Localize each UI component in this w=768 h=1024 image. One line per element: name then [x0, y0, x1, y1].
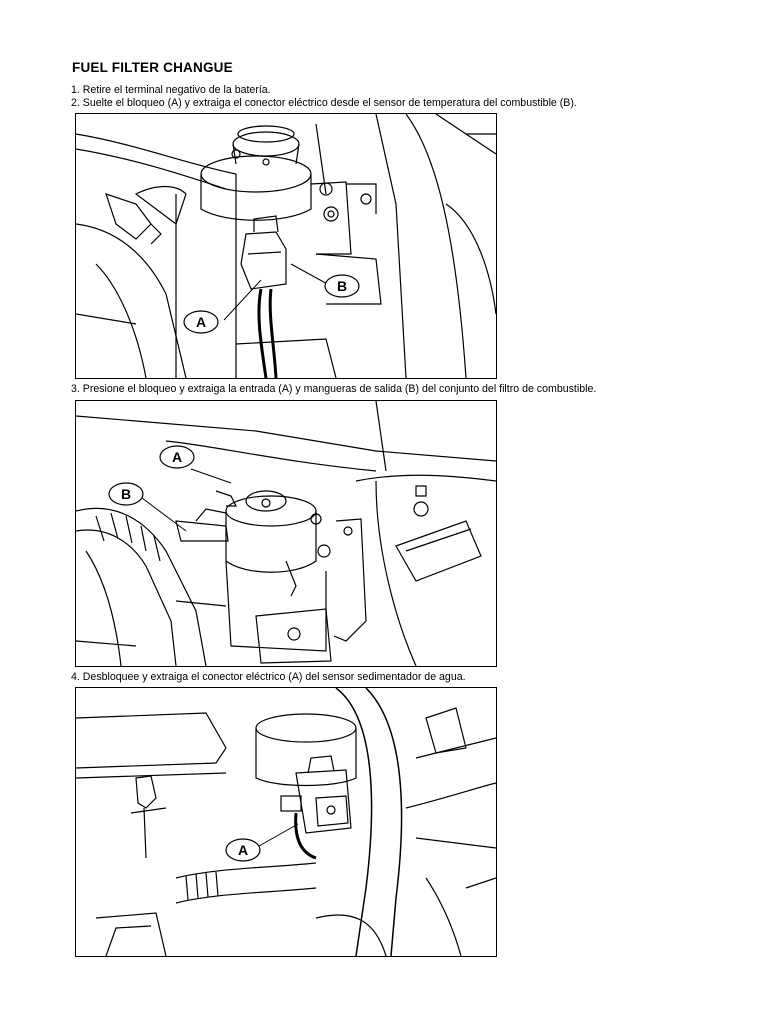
step-3: 3. Presione el bloqueo y extraiga la ent… — [71, 383, 597, 395]
step-4: 4. Desbloquee y extraiga el conector elé… — [71, 671, 466, 683]
callout-a: A — [172, 449, 182, 465]
page-title: FUEL FILTER CHANGUE — [72, 60, 233, 75]
figure-water-sediment-sensor: A — [75, 687, 497, 957]
callout-b: B — [337, 278, 347, 294]
figure-fuel-temp-sensor: A B — [75, 113, 497, 379]
callout-b: B — [121, 486, 131, 502]
callout-a: A — [238, 842, 248, 858]
callout-a: A — [196, 314, 206, 330]
illustration-fuel-filter-hoses: A B — [76, 401, 496, 666]
illustration-fuel-filter-top: A B — [76, 114, 496, 378]
step-1: 1. Retire el terminal negativo de la bat… — [71, 84, 271, 96]
illustration-water-sensor: A — [76, 688, 496, 956]
step-2: 2. Suelte el bloqueo (A) y extraiga el c… — [71, 97, 577, 109]
figure-fuel-hoses: A B — [75, 400, 497, 667]
